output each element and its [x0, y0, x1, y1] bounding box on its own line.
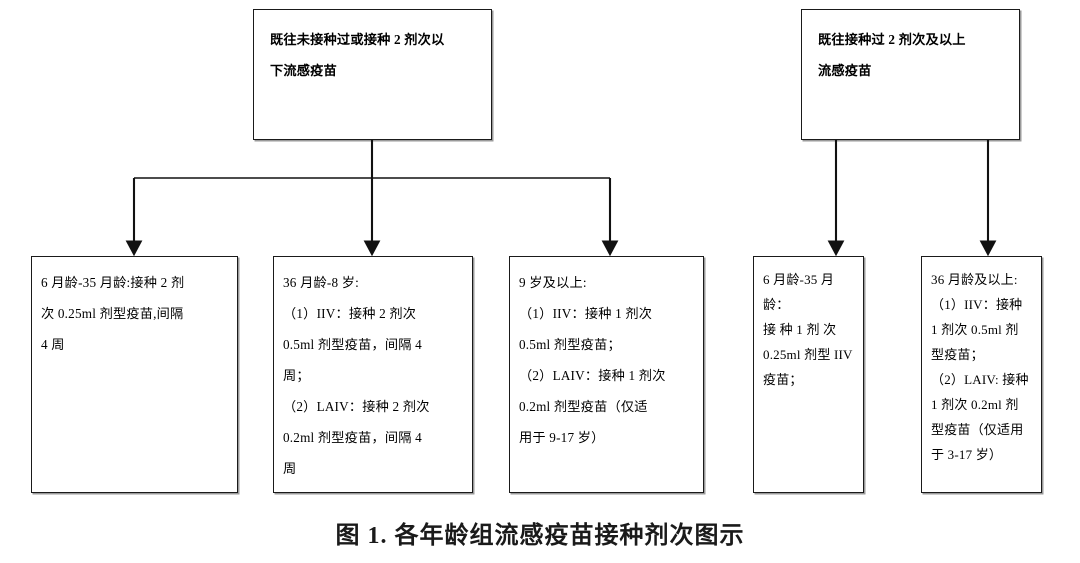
leaf-box-age-6m-35m-right-label: 6 月龄-35 月龄： 接 种 1 剂 次 0.25ml 剂型 IIV 疫苗； [763, 272, 853, 387]
figure-caption: 图 1. 各年龄组流感疫苗接种剂次图示 [335, 523, 745, 549]
leaf-box-age-36m-8y: 36 月龄-8 岁: （1）IIV：接种 2 剂次 0.5ml 剂型疫苗，间隔 … [273, 256, 473, 493]
root-box-two-or-more-doses-label: 既往接种过 2 剂次及以上 流感疫苗 [818, 32, 966, 78]
leaf-box-age-36m-plus-right: 36 月龄及以上: （1）IIV：接种 1 剂次 0.5ml 剂 型疫苗； （2… [921, 256, 1042, 493]
root-box-two-or-more-doses: 既往接种过 2 剂次及以上 流感疫苗 [801, 9, 1020, 140]
root-box-never-or-under-2-doses: 既往未接种过或接种 2 剂次以 下流感疫苗 [253, 9, 492, 140]
connector-right-branch [827, 140, 997, 257]
leaf-box-age-9y-plus-label: 9 岁及以上: （1）IIV：接种 1 剂次 0.5ml 剂型疫苗； （2）LA… [519, 275, 666, 445]
connector-left-branch [125, 140, 619, 257]
leaf-box-age-6m-35m-label: 6 月龄-35 月龄:接种 2 剂 次 0.25ml 剂型疫苗,间隔 4 周 [41, 275, 185, 352]
leaf-box-age-36m-8y-label: 36 月龄-8 岁: （1）IIV：接种 2 剂次 0.5ml 剂型疫苗，间隔 … [283, 275, 430, 476]
leaf-box-age-6m-35m-right: 6 月龄-35 月龄： 接 种 1 剂 次 0.25ml 剂型 IIV 疫苗； [753, 256, 864, 493]
leaf-box-age-9y-plus: 9 岁及以上: （1）IIV：接种 1 剂次 0.5ml 剂型疫苗； （2）LA… [509, 256, 704, 493]
leaf-box-age-6m-35m: 6 月龄-35 月龄:接种 2 剂 次 0.25ml 剂型疫苗,间隔 4 周 [31, 256, 238, 493]
root-box-never-or-under-2-doses-label: 既往未接种过或接种 2 剂次以 下流感疫苗 [270, 32, 445, 78]
leaf-box-age-36m-plus-right-label: 36 月龄及以上: （1）IIV：接种 1 剂次 0.5ml 剂 型疫苗； （2… [931, 272, 1029, 462]
